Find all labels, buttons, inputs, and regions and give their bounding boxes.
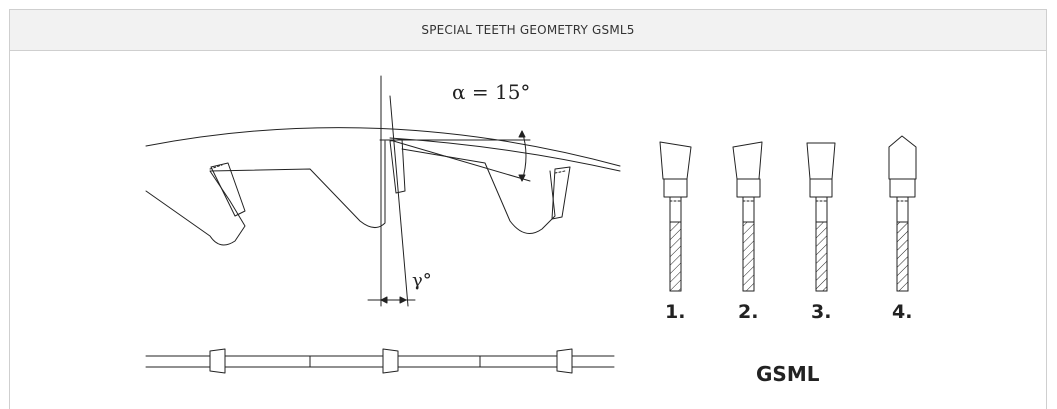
variant-3-tip	[806, 142, 836, 180]
top-view-tooth-1	[209, 348, 226, 374]
variant-1-label: 1.	[665, 301, 685, 323]
variant-3-holder	[809, 178, 833, 198]
variant-1-tip	[659, 141, 692, 180]
tip-dash-3	[554, 170, 566, 174]
variant-2-holder	[736, 178, 761, 198]
alpha-label: α = 15°	[452, 80, 530, 104]
gamma-angled-line	[389, 95, 409, 307]
panel-title: SPECIAL TEETH GEOMETRY GSML5	[421, 23, 635, 37]
alpha-arrow-top	[518, 130, 526, 138]
tooth-variant-3	[806, 142, 836, 292]
tooth-body-2	[401, 148, 556, 234]
gamma-arrow-right	[399, 296, 407, 304]
series-label: GSML	[756, 362, 820, 386]
variant-4-holder	[889, 178, 916, 198]
variant-4-label: 4.	[892, 301, 912, 323]
panel-header: SPECIAL TEETH GEOMETRY GSML5	[10, 10, 1046, 51]
alpha-arrow-bottom	[518, 174, 526, 182]
tooth-body-1	[145, 140, 386, 246]
tooth-variant-4	[888, 135, 917, 292]
variant-2-tip	[732, 141, 763, 180]
blade-outer-arc	[145, 127, 621, 167]
carbide-tip-1	[210, 162, 246, 217]
variant-4-hatch	[896, 221, 909, 292]
alpha-angled-line	[389, 139, 531, 182]
carbide-tip-3	[551, 166, 571, 220]
tip-dash-1	[209, 164, 223, 170]
variant-4-tip	[888, 135, 917, 180]
saw-blade-side-view	[145, 75, 621, 307]
top-view-tooth-2	[382, 348, 399, 374]
variant-1-hatch	[669, 221, 682, 292]
variant-3-label: 3.	[811, 301, 831, 323]
saw-blade-top-view	[145, 348, 615, 374]
alpha-arc	[521, 130, 527, 182]
variant-3-hatch	[815, 221, 828, 292]
gamma-arrow-left	[380, 296, 388, 304]
tooth-variant-1	[659, 141, 692, 292]
diagram-panel: SPECIAL TEETH GEOMETRY GSML5	[9, 9, 1047, 409]
variant-1-holder	[663, 178, 688, 198]
drawing-area: α = 15° γ°	[10, 51, 1046, 409]
variant-2-label: 2.	[738, 301, 758, 323]
variant-2-hatch	[742, 221, 755, 292]
top-view-tooth-3	[556, 348, 573, 374]
tooth-variant-2	[732, 141, 763, 292]
blade-outer-arc-2	[389, 137, 621, 172]
teeth-geometry-drawing: α = 15° γ°	[145, 75, 917, 386]
gamma-label: γ°	[412, 270, 432, 291]
